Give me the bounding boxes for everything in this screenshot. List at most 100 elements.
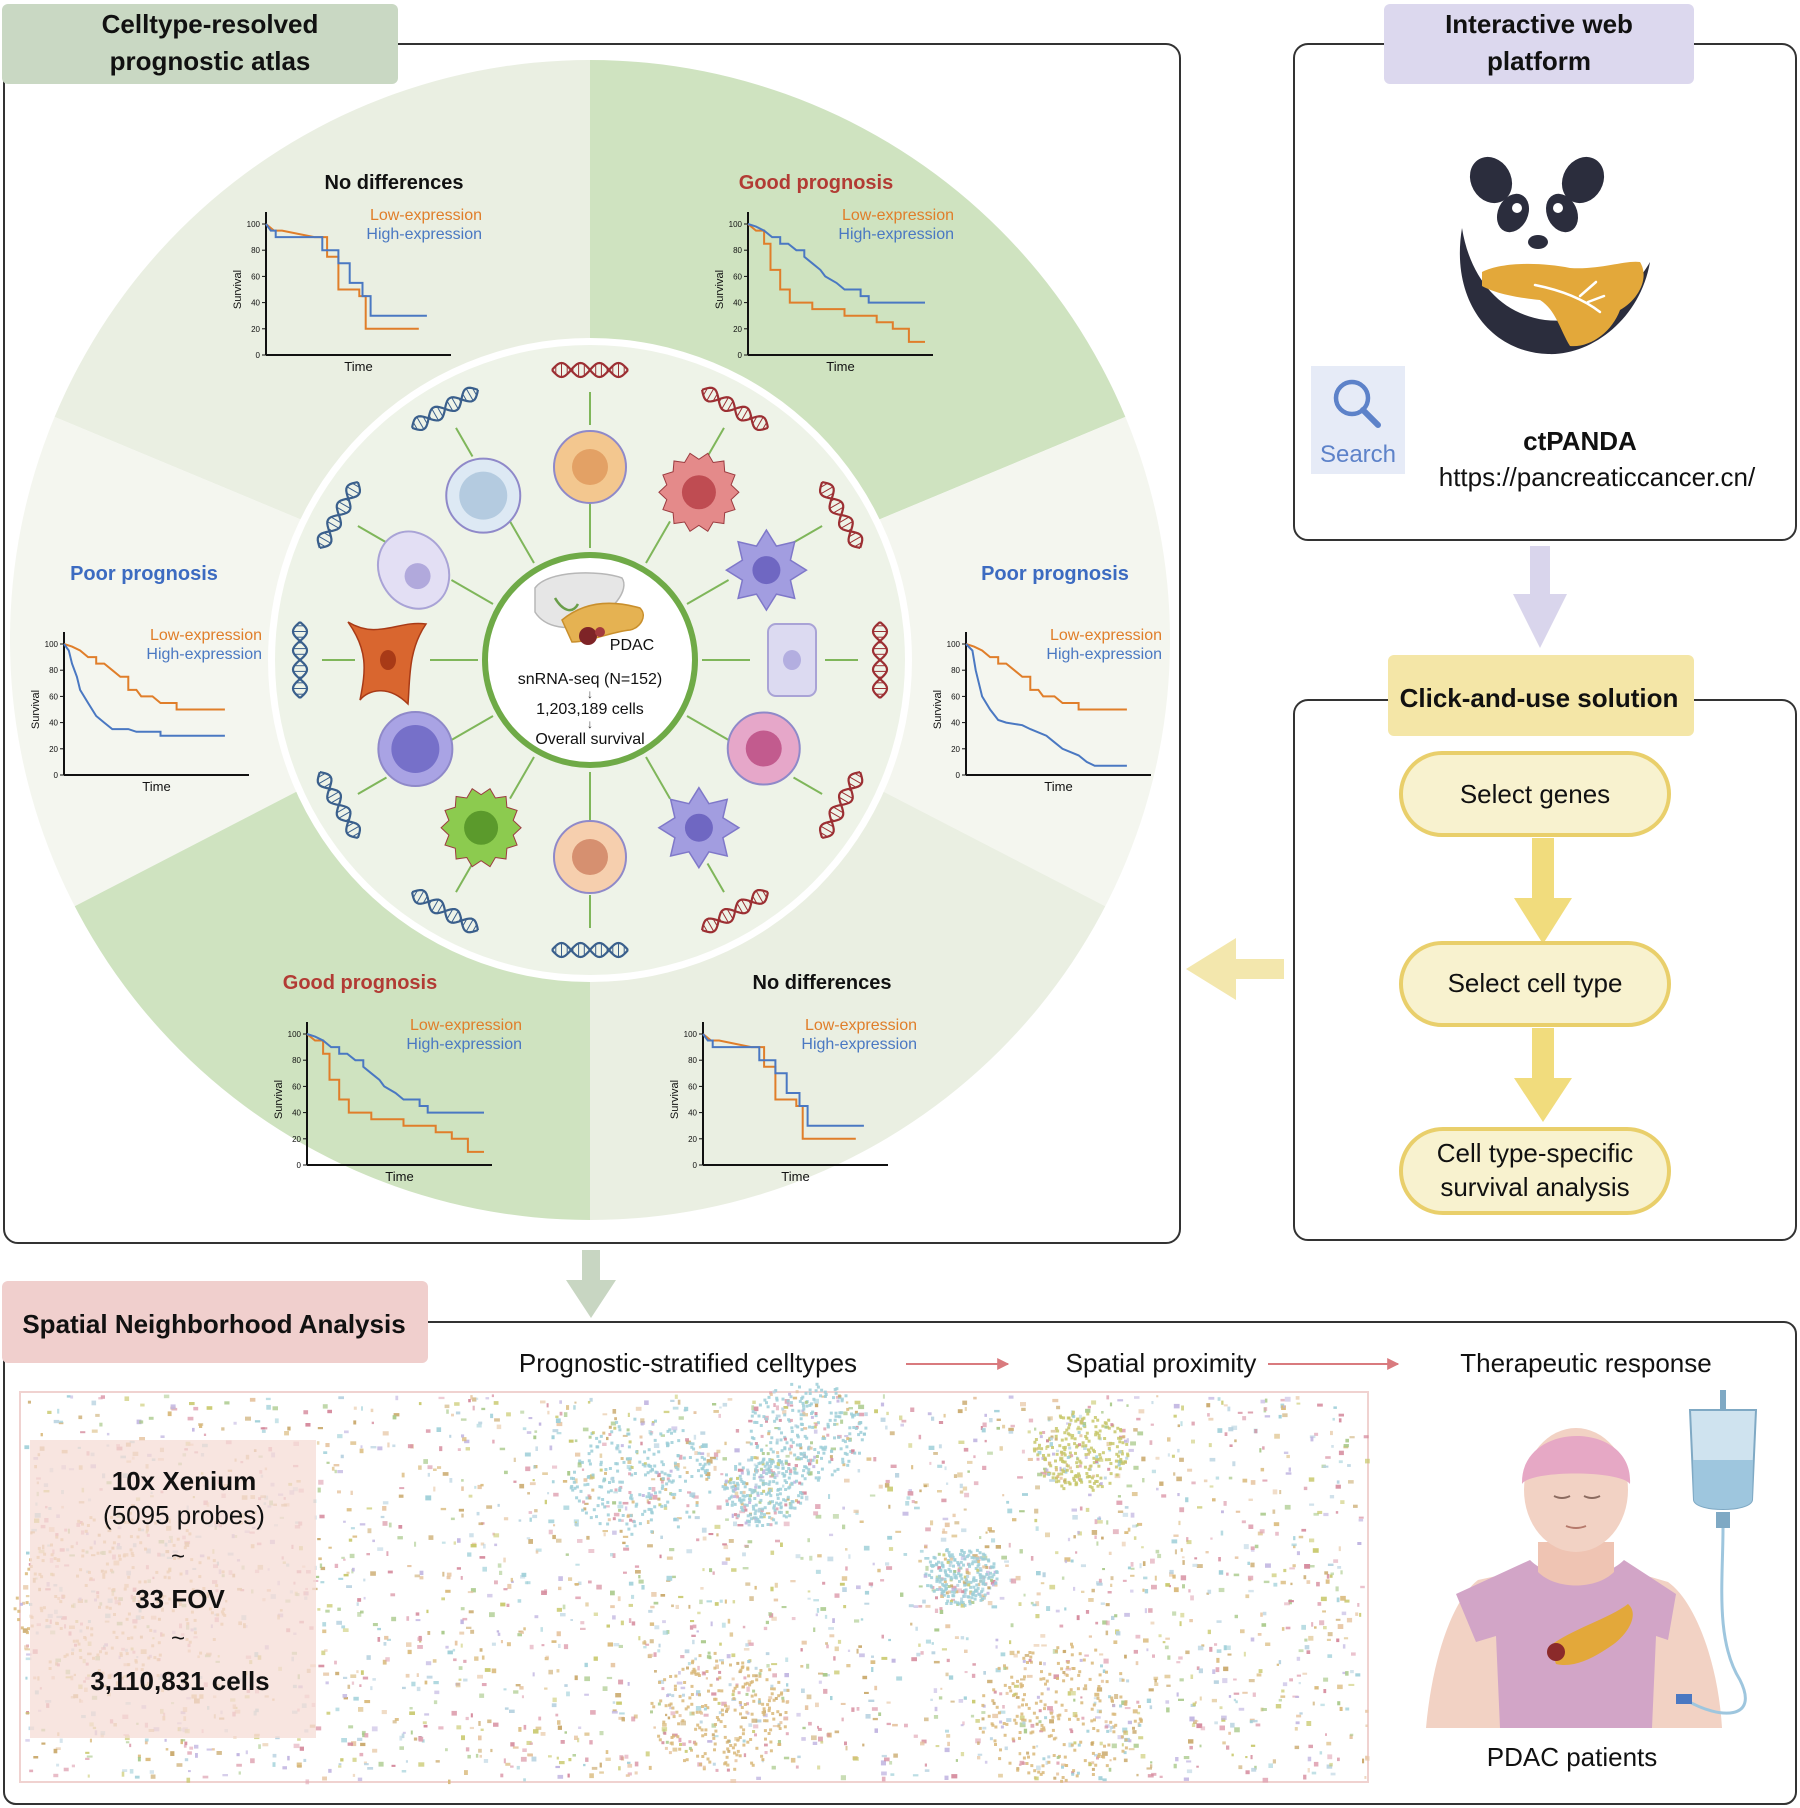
y-tick-label: 60 <box>733 272 742 281</box>
dna-icon <box>551 361 629 379</box>
survival-analysis-button[interactable] <box>1399 1127 1671 1215</box>
step-arrow-2 <box>1514 1078 1572 1122</box>
y-tick-label: 40 <box>688 1109 697 1118</box>
legend-high-expression: High-expression <box>366 226 482 243</box>
spoke-line <box>509 520 535 564</box>
cell-icons <box>291 361 889 959</box>
y-axis-label: Survival <box>932 690 944 729</box>
macrophage-icon <box>657 786 741 870</box>
select-cell-type-button[interactable] <box>1399 941 1671 1027</box>
acinar-cell-icon <box>553 430 627 504</box>
legend-high-expression: High-expression <box>801 1036 917 1053</box>
y-tick-label: 0 <box>256 351 261 360</box>
app-url-link[interactable]: https://pancreaticcancer.cn/ <box>1439 462 1756 492</box>
legend-high-expression: High-expression <box>406 1036 522 1053</box>
lymphocyte-icon <box>377 710 454 787</box>
y-tick-label: 60 <box>292 1082 301 1091</box>
app-name: ctPANDA <box>1523 426 1637 456</box>
iv-bag-icon <box>1676 1390 1758 1715</box>
y-tick-label: 100 <box>684 1030 698 1039</box>
y-axis-label: Survival <box>30 690 42 729</box>
center-endpoint: Overall survival <box>535 731 644 748</box>
epithelial-cell-icon <box>376 530 451 610</box>
dna-icon <box>818 481 864 549</box>
spoke-line <box>645 520 671 564</box>
neutrophil-icon <box>726 711 801 786</box>
y-tick-label: 40 <box>951 719 960 728</box>
x-axis-label: Time <box>344 359 372 374</box>
x-axis-label: Time <box>781 1169 809 1184</box>
dna-icon <box>701 386 769 432</box>
search-label: Search <box>1320 441 1396 468</box>
y-tick-label: 100 <box>45 640 59 649</box>
legend-high-expression: High-expression <box>146 646 262 663</box>
endothelial-cell-icon <box>767 623 817 697</box>
dna-icon <box>291 621 309 699</box>
y-tick-label: 20 <box>292 1135 301 1144</box>
y-tick-label: 20 <box>49 745 58 754</box>
prognosis-label: Good prognosis <box>739 172 893 194</box>
atlas-panel <box>3 43 1181 1244</box>
high-expression-curve <box>265 223 427 317</box>
y-tick-label: 100 <box>729 220 743 229</box>
solution-header <box>1388 655 1694 736</box>
prognosis-label: Good prognosis <box>283 972 437 994</box>
x-axis-label: Time <box>1044 779 1072 794</box>
x-axis-label: Time <box>826 359 854 374</box>
spoke-line <box>450 715 494 741</box>
dna-icon <box>818 771 864 839</box>
spoke-line <box>357 525 387 544</box>
center-arrow-1: ↓ <box>587 687 593 701</box>
y-tick-label: 0 <box>738 351 743 360</box>
legend-low-expression: Low-expression <box>842 207 954 224</box>
y-axis-label: Survival <box>232 270 244 309</box>
y-tick-label: 0 <box>54 771 59 780</box>
dna-icon <box>411 888 479 934</box>
y-tick-label: 40 <box>733 299 742 308</box>
dna-icon <box>701 888 769 934</box>
high-expression-curve <box>702 1033 864 1127</box>
dna-icon <box>871 621 889 699</box>
high-expression-curve <box>965 643 1127 767</box>
xenium-fov: 33 FOV <box>135 1584 225 1614</box>
xenium-cells: 3,110,831 cells <box>90 1666 269 1696</box>
search-button[interactable]: Search <box>1311 366 1405 474</box>
y-axis-label: Survival <box>273 1080 285 1119</box>
spatial-header <box>2 1281 428 1363</box>
y-axis-label: Survival <box>669 1080 681 1119</box>
center-cells: 1,203,189 cells <box>536 701 644 718</box>
atlas-title-line1: Celltype-resolved <box>102 9 319 39</box>
km-panel-2: Good prognosisLow-expressionHigh-express… <box>714 172 954 374</box>
select-genes-button[interactable] <box>1399 751 1671 837</box>
spoke-line <box>455 863 474 893</box>
x-axis-label: Time <box>385 1169 413 1184</box>
y-tick-label: 100 <box>947 640 961 649</box>
spoke-line <box>645 756 671 800</box>
spoke-line <box>357 776 387 795</box>
liver-pancreas-icon <box>534 572 644 645</box>
prognosis-label: Poor prognosis <box>70 563 218 585</box>
spoke-line <box>793 525 823 544</box>
spoke-line <box>450 579 494 605</box>
spoke-line <box>686 715 730 741</box>
low-expression-curve <box>63 643 225 711</box>
flow-step-celltypes: Prognostic-stratified celltypes <box>519 1348 857 1378</box>
y-tick-label: 80 <box>951 666 960 675</box>
b-cell-icon <box>445 457 522 534</box>
spoke-line <box>793 776 823 795</box>
y-tick-label: 20 <box>251 325 260 334</box>
web-title-line1: Interactive web <box>1445 9 1633 39</box>
y-tick-label: 60 <box>688 1082 697 1091</box>
spoke-line <box>706 863 725 893</box>
y-tick-label: 60 <box>951 692 960 701</box>
web-header <box>1384 4 1694 84</box>
km-panel-4: Poor prognosisLow-expressionHigh-express… <box>932 563 1162 794</box>
y-tick-label: 40 <box>49 719 58 728</box>
select-cell-type-label: Select cell type <box>1448 968 1623 998</box>
high-expression-curve <box>63 643 225 737</box>
km-panel-1: No differencesLow-expressionHigh-express… <box>232 172 482 374</box>
y-tick-label: 20 <box>951 745 960 754</box>
y-tick-label: 0 <box>693 1161 698 1170</box>
survival-panels: No differencesLow-expressionHigh-express… <box>30 172 1162 1184</box>
